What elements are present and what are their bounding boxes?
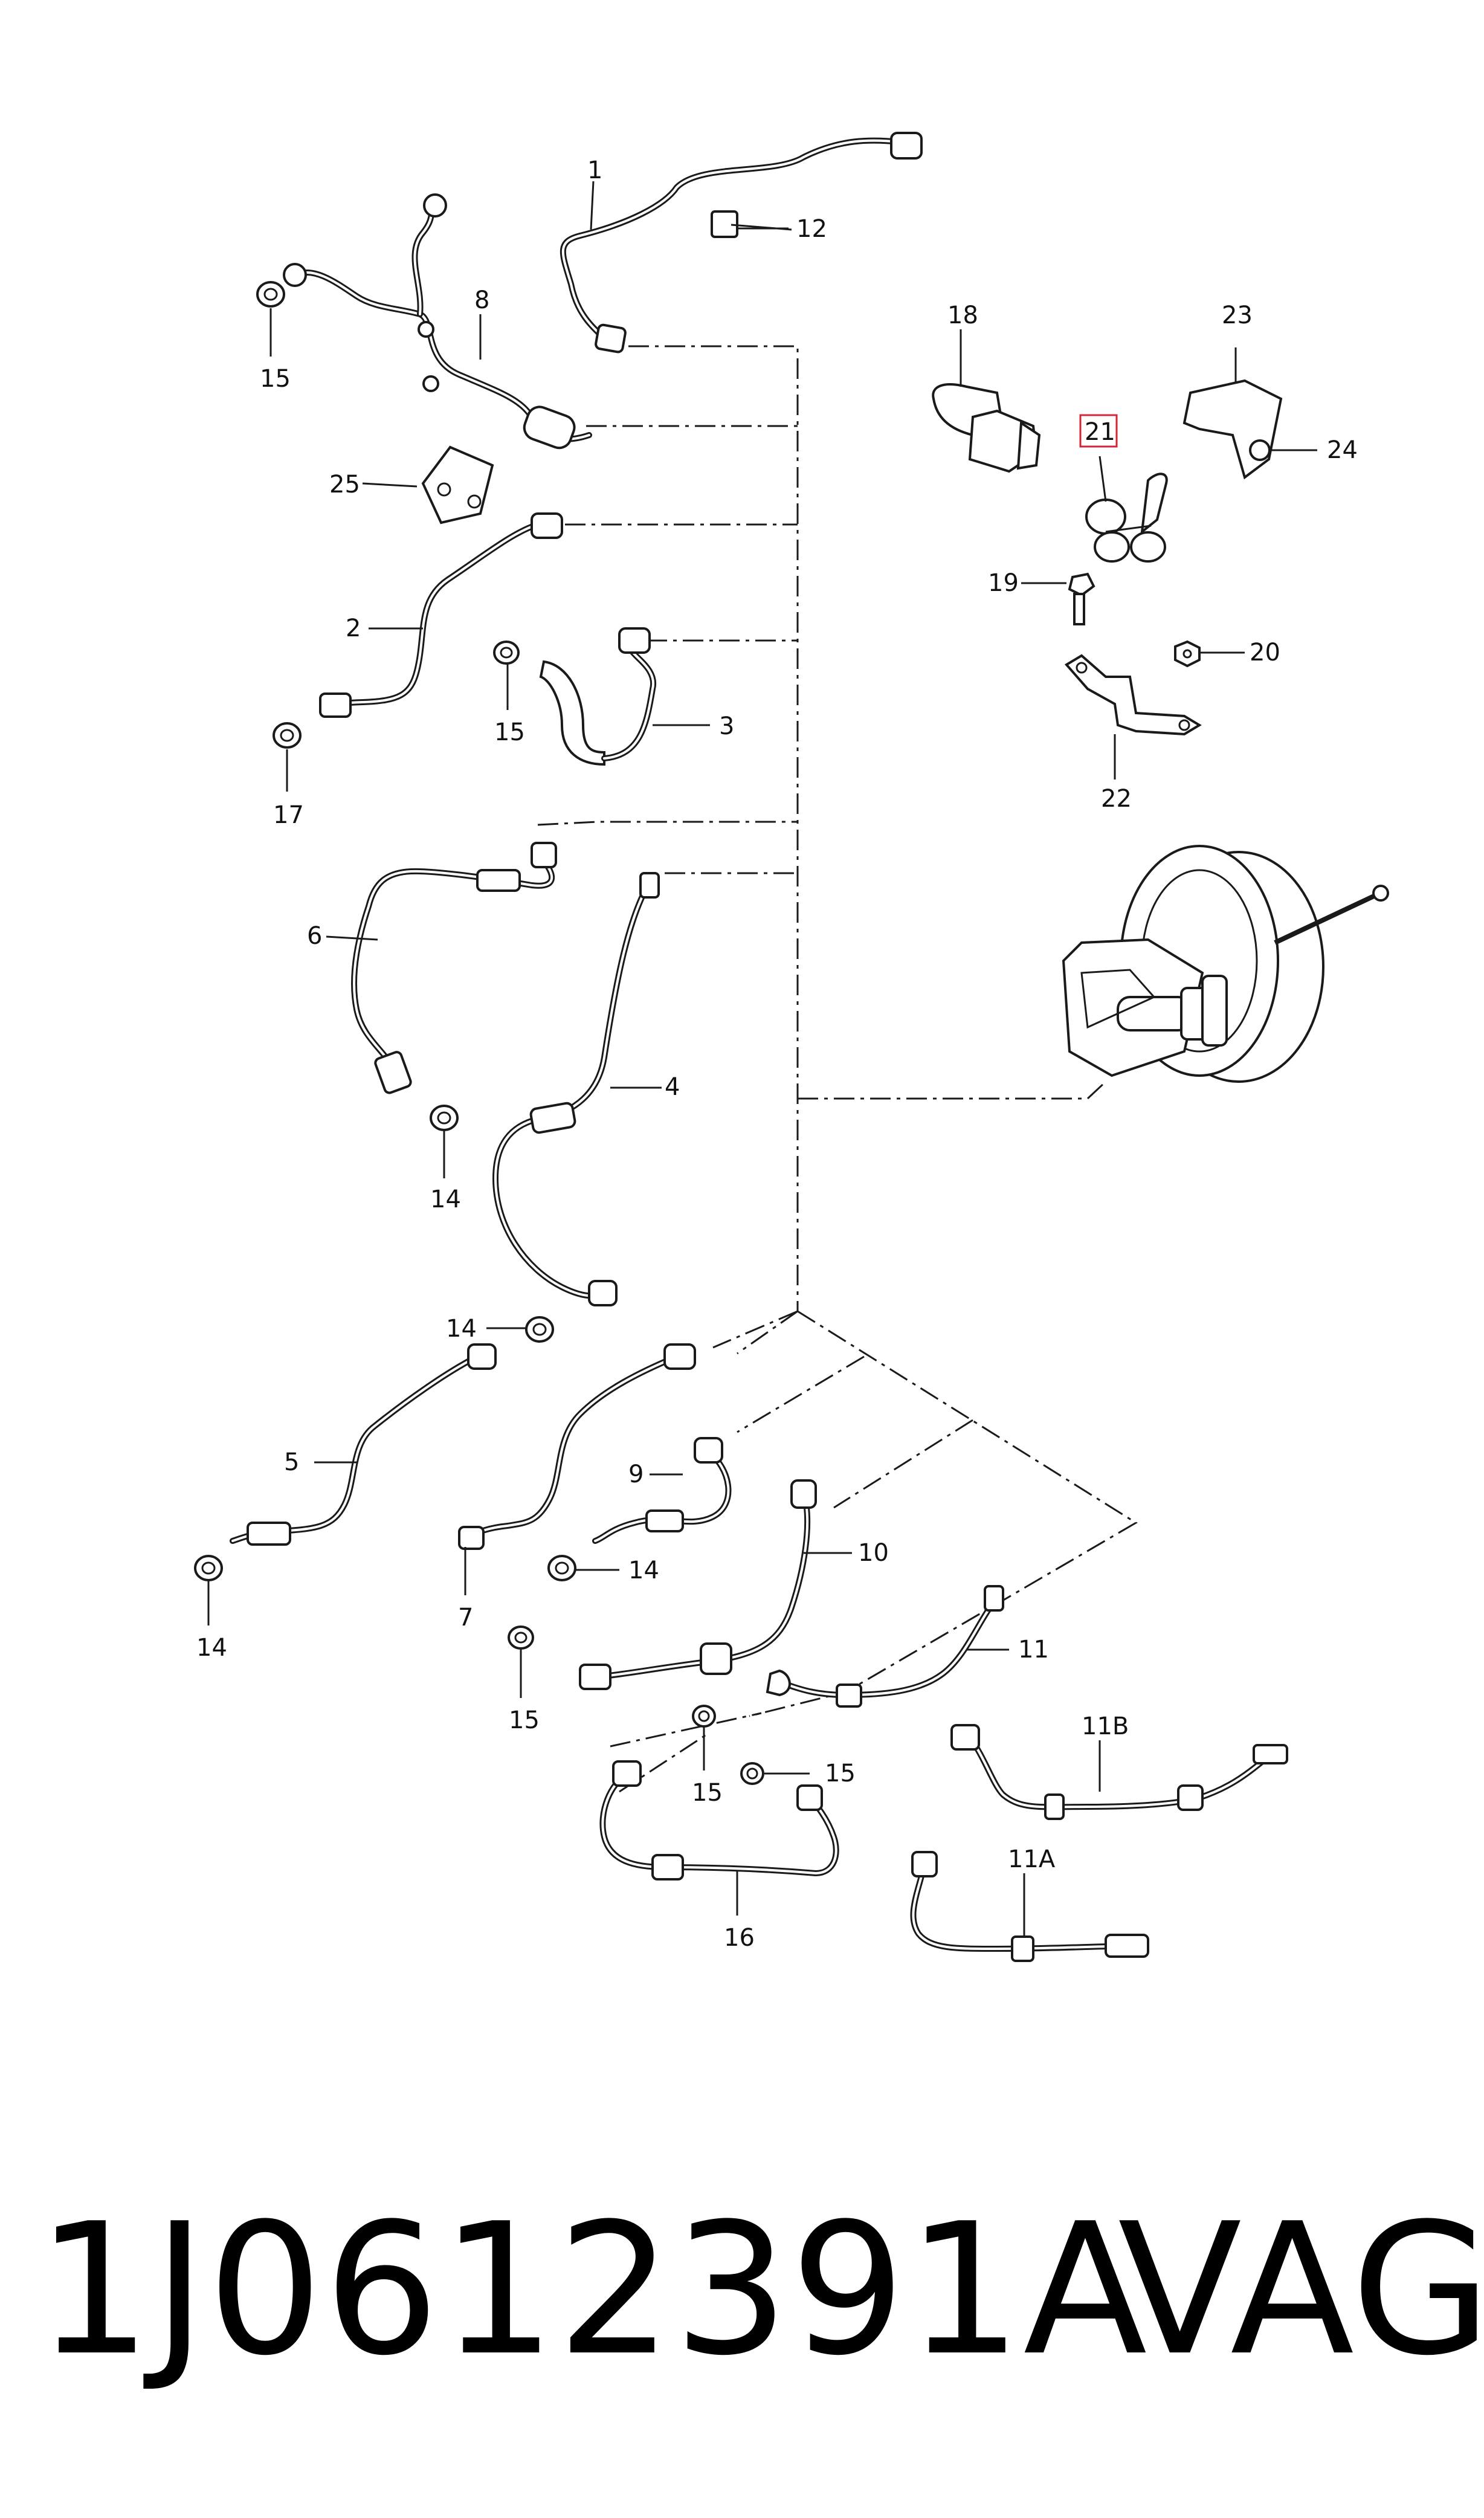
pipe-11a — [910, 1851, 1149, 1962]
callout-7: 7 — [458, 1604, 473, 1632]
callout-11a: 11A — [1008, 1845, 1056, 1873]
callout-11b: 11B — [1082, 1713, 1129, 1740]
callout-17: 17 — [273, 801, 304, 829]
hose-3 — [493, 627, 657, 766]
pipe-16 — [599, 1705, 839, 1880]
callout-18: 18 — [947, 302, 978, 329]
brand-caption: VAG — [1118, 2184, 1484, 2395]
callout-19: 19 — [988, 569, 1019, 597]
callout-23: 23 — [1222, 302, 1253, 329]
bracket-23 — [1182, 379, 1283, 480]
pipe-10 — [508, 1479, 817, 1690]
pipe-4 — [492, 872, 660, 1306]
callout-4: 4 — [665, 1073, 680, 1101]
callout-21-highlight — [1079, 414, 1118, 448]
callout-14-near-9: 14 — [628, 1557, 659, 1584]
mount-21 — [1085, 473, 1168, 563]
brake-booster — [1062, 845, 1389, 1083]
bracket-22 — [1064, 654, 1202, 736]
pipe-11b — [950, 1724, 1288, 1820]
parts-diagram: 1 12 8 15 25 2 17 15 3 18 23 24 21 19 20… — [194, 132, 1389, 1962]
callout-1: 1 — [587, 157, 602, 184]
bolt-19 — [1068, 572, 1095, 625]
callout-14-upper: 14 — [430, 1186, 461, 1213]
callout-11: 11 — [1018, 1636, 1049, 1664]
callout-labels: 1 12 8 15 25 2 17 15 3 18 23 24 21 19 20… — [196, 157, 1358, 1952]
callout-15-near-16b: 15 — [825, 1760, 856, 1787]
pipe-6 — [351, 842, 557, 1131]
callout-21: 21 — [1085, 418, 1115, 446]
ring-15-top — [256, 281, 285, 308]
callout-5: 5 — [284, 1448, 299, 1476]
hose-8 — [283, 193, 592, 450]
callout-20: 20 — [1250, 639, 1280, 667]
ring-14-mid — [525, 1316, 554, 1343]
pipe-7 — [458, 1343, 696, 1550]
callout-24: 24 — [1327, 436, 1358, 464]
pipe-5 — [194, 1343, 497, 1581]
callout-10: 10 — [858, 1539, 889, 1567]
pipe-2 — [273, 512, 563, 749]
callout-15-top: 15 — [260, 365, 291, 393]
pipe-9 — [547, 1437, 732, 1581]
pipe-11 — [766, 1585, 1004, 1708]
callout-leaders — [207, 181, 1317, 1937]
nut-24 — [1249, 439, 1271, 461]
callout-12: 12 — [796, 215, 827, 243]
callout-15-mid: 15 — [494, 718, 525, 746]
callout-15-near-16a: 15 — [692, 1779, 723, 1807]
callout-9: 9 — [628, 1461, 644, 1488]
callout-15-near-10: 15 — [509, 1706, 540, 1734]
clip-12 — [711, 210, 792, 238]
callout-14-lower: 14 — [196, 1634, 227, 1662]
bracket-25 — [421, 445, 494, 525]
callout-22: 22 — [1101, 785, 1132, 813]
callout-25: 25 — [329, 471, 360, 499]
callout-3: 3 — [719, 712, 734, 740]
assembly-leaders — [537, 345, 1138, 1793]
nut-20 — [1174, 640, 1201, 668]
callout-16: 16 — [724, 1924, 755, 1952]
pump-18 — [932, 383, 1041, 473]
part-number-caption: 1J0612391A — [36, 2184, 1149, 2395]
pipe-1 — [560, 132, 923, 353]
callout-2: 2 — [346, 615, 361, 642]
callout-6: 6 — [307, 922, 322, 950]
callout-14-mid: 14 — [446, 1315, 477, 1343]
callout-8: 8 — [474, 286, 489, 314]
